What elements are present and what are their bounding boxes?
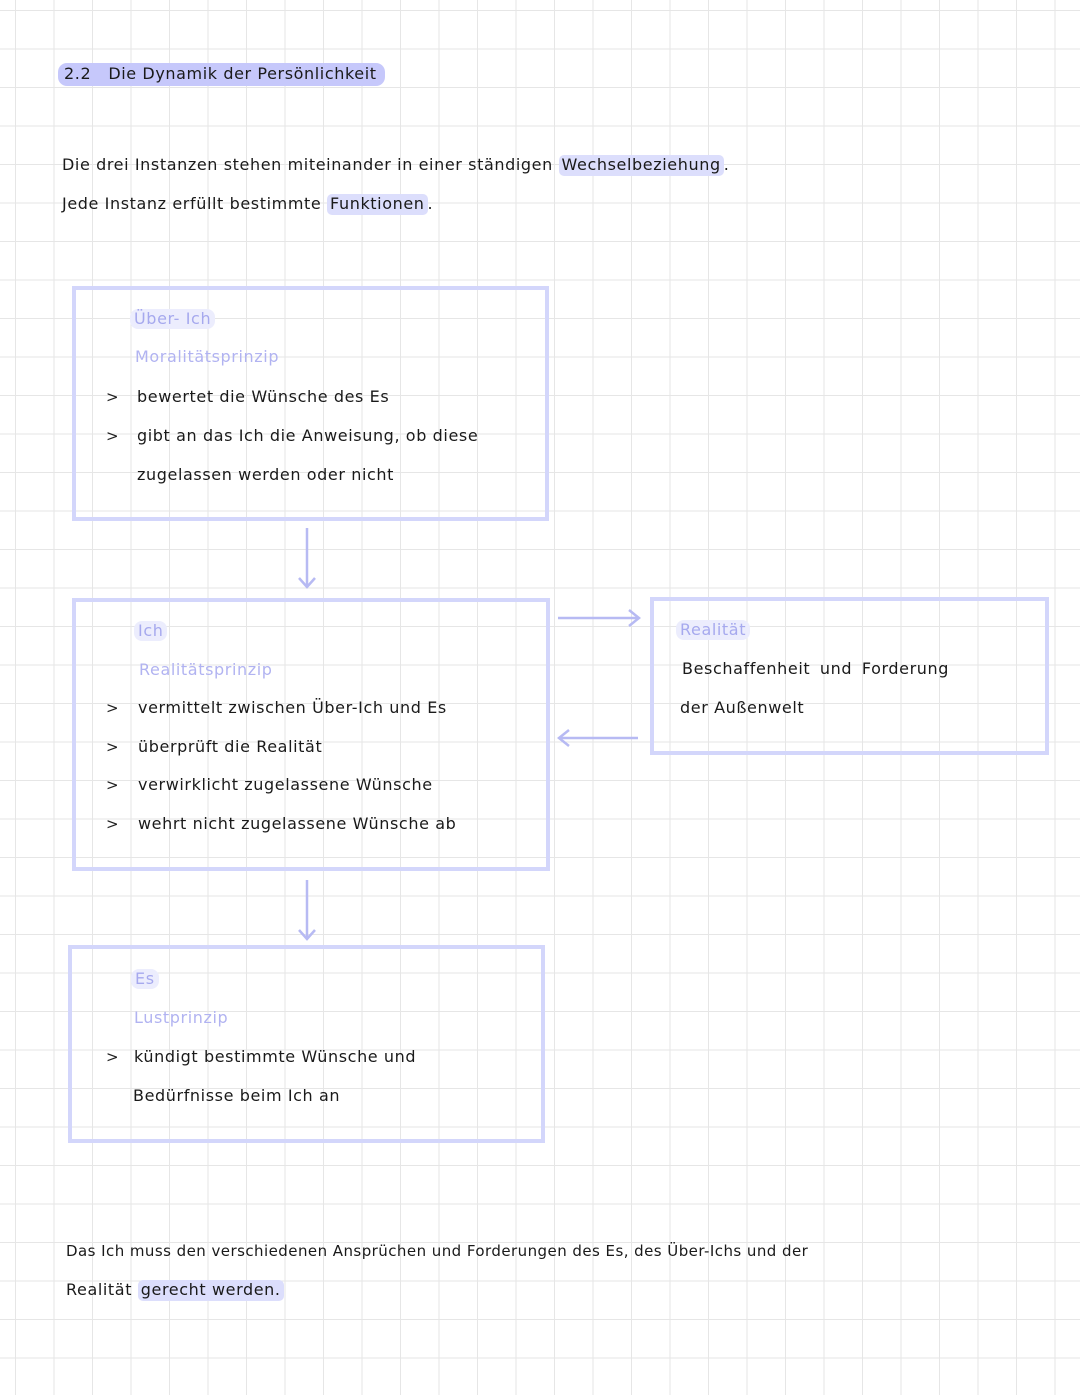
ich-bullet-4: wehrt nicht zugelassene Wünsche ab [138, 814, 457, 833]
arrow-down-icon [298, 528, 316, 589]
ueberich-bullet-2: gibt an das Ich die Anweisung, ob diese [137, 426, 479, 445]
es-bullet-1: kündigt bestimmte Wünsche und [134, 1047, 417, 1066]
highlight-wechselbeziehung: Wechselbeziehung [558, 155, 724, 176]
ueberich-principle: Moralitätsprinzip [135, 347, 280, 366]
conclusion-line2-text: Realität [66, 1280, 133, 1299]
conclusion-line-1: Das Ich muss den verschiedenen Ansprüche… [66, 1242, 809, 1260]
conclusion-line-2: Realität gerecht werden. [66, 1280, 284, 1301]
ich-bullet-1: vermittelt zwischen Über-Ich und Es [138, 698, 447, 717]
intro-line2-text: Jede Instanz erfüllt bestimmte [62, 194, 322, 213]
ich-bullet-2: überprüft die Realität [138, 737, 323, 756]
realitaet-line-2: der Außenwelt [680, 698, 805, 717]
ich-principle: Realitätsprinzip [139, 660, 273, 679]
chevron-icon: > [106, 815, 119, 833]
section-title: 2.2 Die Dynamik der Persönlichkeit [58, 63, 385, 86]
ueberich-bullet-2-cont: zugelassen werden oder nicht [137, 465, 395, 484]
title-text: Die Dynamik der Persönlichkeit [108, 64, 377, 83]
intro-line-1: Die drei Instanzen stehen miteinander in… [62, 155, 730, 176]
title-highlight: 2.2 Die Dynamik der Persönlichkeit [58, 63, 385, 86]
arrow-left-icon [556, 729, 638, 747]
intro-line-2: Jede Instanz erfüllt bestimmte Funktione… [62, 194, 434, 215]
realitaet-box [650, 597, 1049, 755]
highlight-gerecht-werden: gerecht werden. [137, 1280, 284, 1301]
ich-label: Ich [134, 621, 168, 641]
chevron-icon: > [106, 427, 119, 445]
realitaet-label: Realität [676, 620, 751, 640]
es-label: Es [131, 969, 159, 989]
ich-box [72, 598, 550, 871]
ueberich-bullet-1: bewertet die Wünsche des Es [137, 387, 390, 406]
arrow-right-icon [558, 609, 642, 627]
ueberich-box [72, 286, 549, 521]
chevron-icon: > [106, 699, 119, 717]
section-number: 2.2 [64, 64, 92, 83]
chevron-icon: > [106, 388, 119, 406]
realitaet-line-1: Beschaffenheit und Forderung [682, 659, 949, 678]
intro-line1-period: . [723, 155, 730, 174]
highlight-funktionen: Funktionen [327, 194, 428, 215]
chevron-icon: > [106, 1048, 119, 1066]
es-bullet-1-cont: Bedürfnisse beim Ich an [133, 1086, 341, 1105]
es-box [68, 945, 545, 1143]
intro-line1-text: Die drei Instanzen stehen miteinander in… [62, 155, 553, 174]
chevron-icon: > [106, 738, 119, 756]
chevron-icon: > [106, 776, 119, 794]
ueberich-label: Über- Ich [130, 309, 216, 329]
es-principle: Lustprinzip [134, 1008, 229, 1027]
arrow-down-icon [298, 880, 316, 941]
ich-bullet-3: verwirklicht zugelassene Wünsche [138, 775, 433, 794]
intro-line2-period: . [427, 194, 434, 213]
